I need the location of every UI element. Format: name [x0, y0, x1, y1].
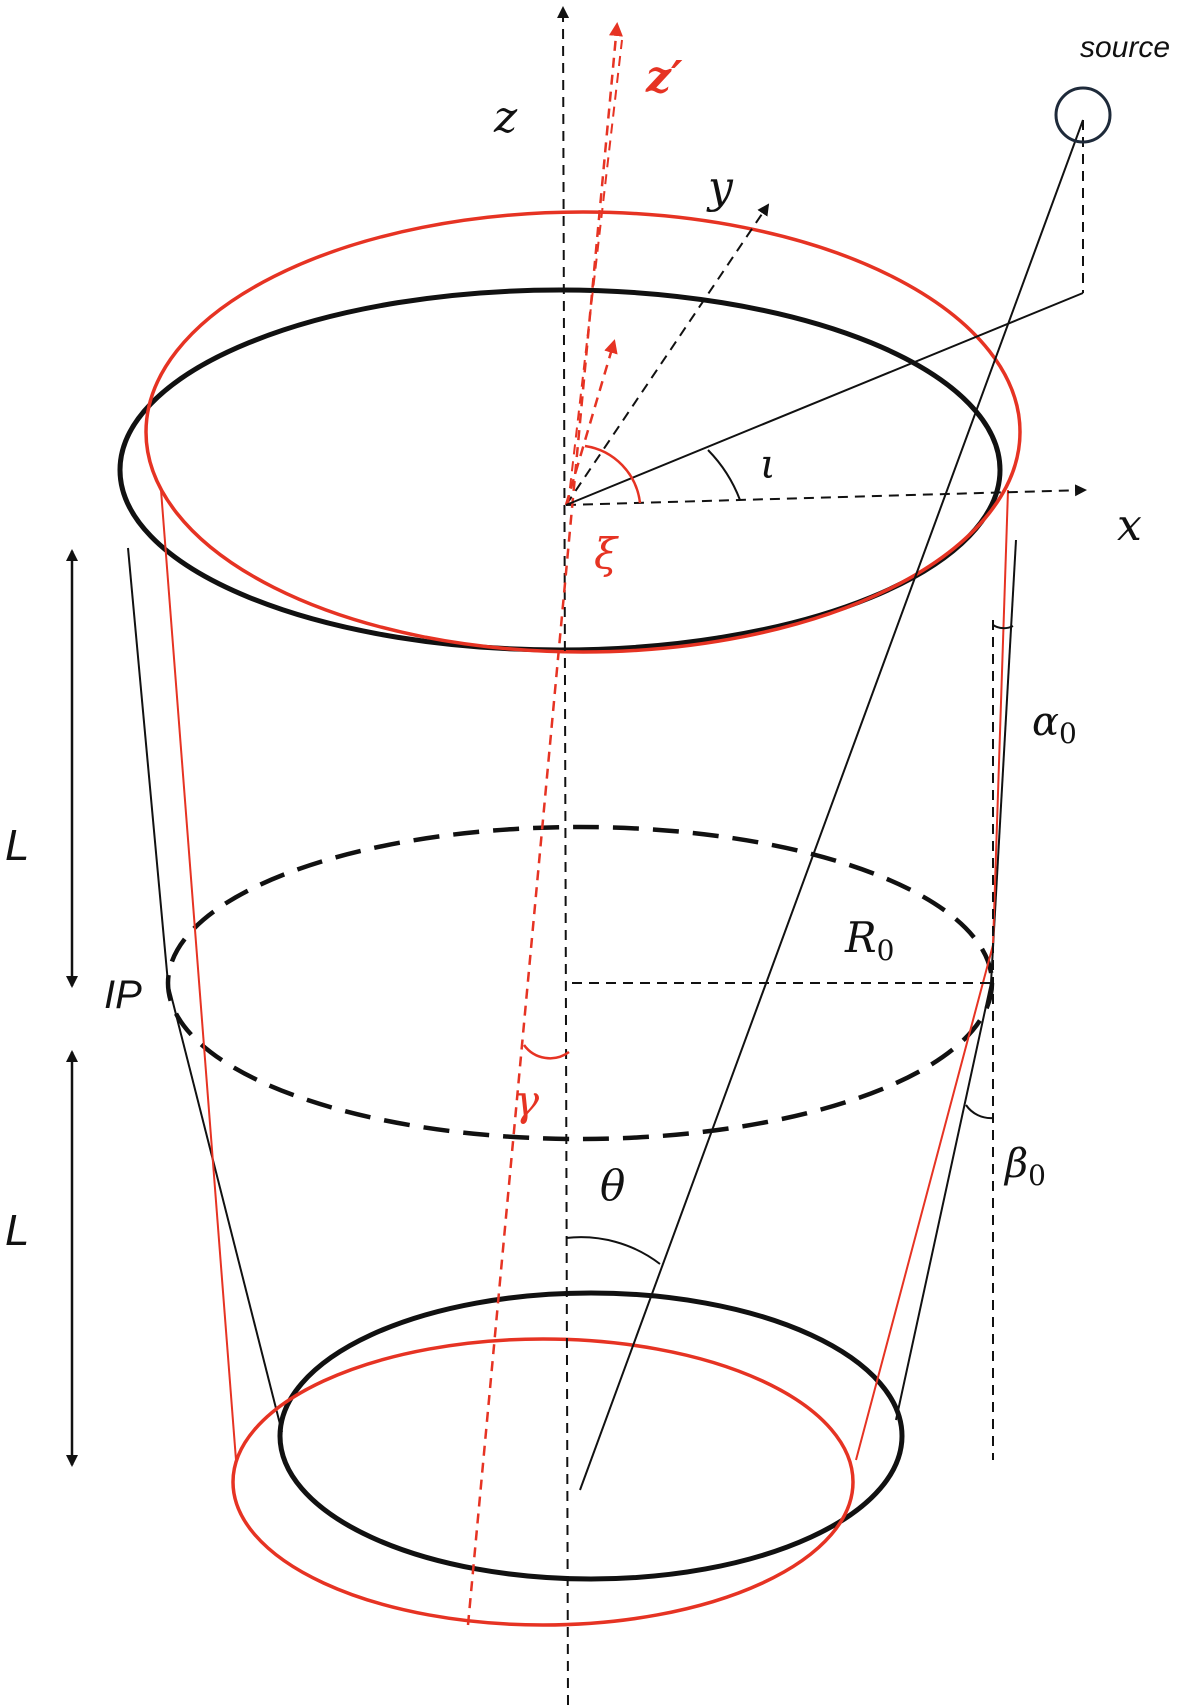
gamma-arc	[522, 1044, 570, 1060]
tilted-detector	[144, 210, 1022, 1627]
alpha0-arc	[992, 624, 1014, 630]
x-axis	[565, 484, 1087, 506]
source-circle	[1054, 86, 1112, 144]
right-wall-lower	[895, 982, 992, 1421]
beta0-label: β0	[1003, 1141, 1046, 1192]
bottom-ellipse-black	[277, 1290, 905, 1582]
iota-arc	[707, 449, 741, 501]
xi-label: ξ	[594, 529, 619, 578]
source-ray	[579, 119, 1084, 1491]
z-axis-label: z	[493, 92, 518, 143]
theta-arc	[565, 1236, 661, 1265]
beta0-arc	[965, 1104, 994, 1120]
z-prime-axis-double	[567, 39, 623, 506]
y-axis	[565, 203, 770, 506]
source-projection-line	[565, 292, 1084, 506]
axes	[466, 6, 1087, 1706]
z-prime-label: z′	[645, 52, 683, 103]
source-label: source	[1080, 31, 1170, 64]
IP-label: IP	[104, 973, 142, 1017]
xi-arc	[584, 444, 642, 504]
x-axis-label: x	[1117, 500, 1142, 551]
theta-label: θ	[600, 1161, 625, 1210]
source-geometry	[565, 86, 1112, 1491]
right-wall-red-upper	[992, 489, 1009, 946]
L-upper-label: L	[5, 821, 29, 870]
gamma-label: γ	[514, 1076, 540, 1125]
top-ellipse-red	[144, 210, 1022, 654]
z-prime-projection	[564, 339, 618, 506]
alpha0-label: α0	[1032, 699, 1077, 750]
left-wall-upper	[127, 547, 169, 984]
left-wall-red	[160, 489, 237, 1461]
top-ellipse-black	[117, 287, 1003, 653]
z-prime-axis	[466, 22, 623, 1626]
bottom-ellipse-red	[231, 1337, 855, 1627]
left-wall-lower	[167, 982, 283, 1433]
angle-arcs	[522, 444, 1014, 1265]
L-lower-label: L	[5, 1206, 29, 1255]
iota-label: ι	[760, 442, 776, 488]
z-axis	[557, 6, 570, 1706]
y-axis-label: y	[706, 162, 734, 213]
right-wall-red-lower	[855, 944, 994, 1461]
labels: source z z′ y x ι ξ α0 R0 IP L L γ θ β0	[5, 31, 1170, 1255]
R0-label: R0	[844, 913, 894, 967]
